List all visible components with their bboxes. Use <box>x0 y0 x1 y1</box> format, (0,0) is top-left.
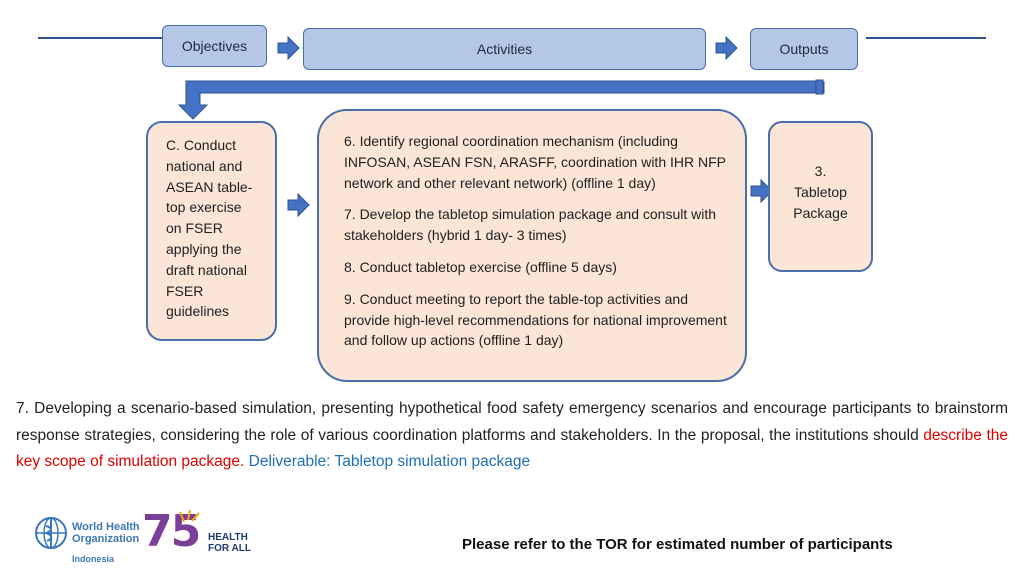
footer-note: Please refer to the TOR for estimated nu… <box>462 536 893 553</box>
anniversary-number: 75 <box>142 506 201 557</box>
outputs-header: Outputs <box>750 28 858 70</box>
objective-line: top exercise <box>166 199 242 216</box>
right-divider-line <box>866 37 986 39</box>
flow-arrows <box>177 35 825 218</box>
objective-line: national and <box>166 157 243 174</box>
sunburst-icon <box>179 509 200 523</box>
who-logo: World Health Organization Indonesia <box>34 516 144 566</box>
objectives-header: Objectives <box>162 25 267 67</box>
description-highlight-red: describe the key scope of simulation pac… <box>16 426 1008 471</box>
anniversary-text-line1: HEALTH <box>208 532 248 543</box>
activity-item: 9. Conduct meeting to report the table-t… <box>344 290 727 349</box>
bent-arrow-cap <box>815 79 824 95</box>
arrow-right-icon <box>750 178 773 204</box>
objective-line: C. Conduct <box>166 137 237 153</box>
objective-line: ASEAN table- <box>166 178 253 195</box>
objective-line: FSER <box>166 282 204 299</box>
objective-line: on FSER <box>166 220 223 237</box>
who-emblem-icon <box>35 517 67 549</box>
description-paragraph: 7. Developing a scenario-based simulatio… <box>16 396 1008 476</box>
objectives-label: Objectives <box>181 38 248 54</box>
description-deliverable: Deliverable: Tabletop simulation package <box>244 453 531 470</box>
arrow-right-icon <box>277 35 300 61</box>
who-name-line1: World Health <box>72 521 140 533</box>
objective-line: draft national <box>166 261 247 278</box>
left-divider-line <box>38 37 162 39</box>
activities-header: Activities <box>303 28 706 70</box>
activity-item: 6. Identify regional coordination mechan… <box>344 133 726 191</box>
output-line: 3. <box>814 163 827 179</box>
outputs-label: Outputs <box>779 41 829 57</box>
objective-line: applying the <box>166 240 242 257</box>
who-name-line2: Organization <box>72 533 140 545</box>
description-main: 7. Developing a scenario-based simulatio… <box>16 400 1008 444</box>
output-line: Package <box>793 204 848 221</box>
activities-box: 6. Identify regional coordination mechan… <box>317 109 747 382</box>
who-country: Indonesia <box>72 554 115 564</box>
arrow-right-icon <box>715 35 738 61</box>
activity-item: 7. Develop the tabletop simulation packa… <box>344 206 717 244</box>
arrow-right-icon <box>287 192 310 218</box>
activity-item: 8. Conduct tabletop exercise (offline 5 … <box>344 258 617 275</box>
activities-label: Activities <box>476 41 533 57</box>
output-box: 3. Tabletop Package <box>768 121 873 272</box>
output-line: Tabletop <box>794 183 847 200</box>
anniversary-text-line2: FOR ALL <box>208 543 251 554</box>
objective-line: guidelines <box>166 303 230 320</box>
who75-logo: 75 HEALTH FOR ALL <box>142 506 252 558</box>
objective-box: C. Conduct national and ASEAN table- top… <box>146 121 277 341</box>
